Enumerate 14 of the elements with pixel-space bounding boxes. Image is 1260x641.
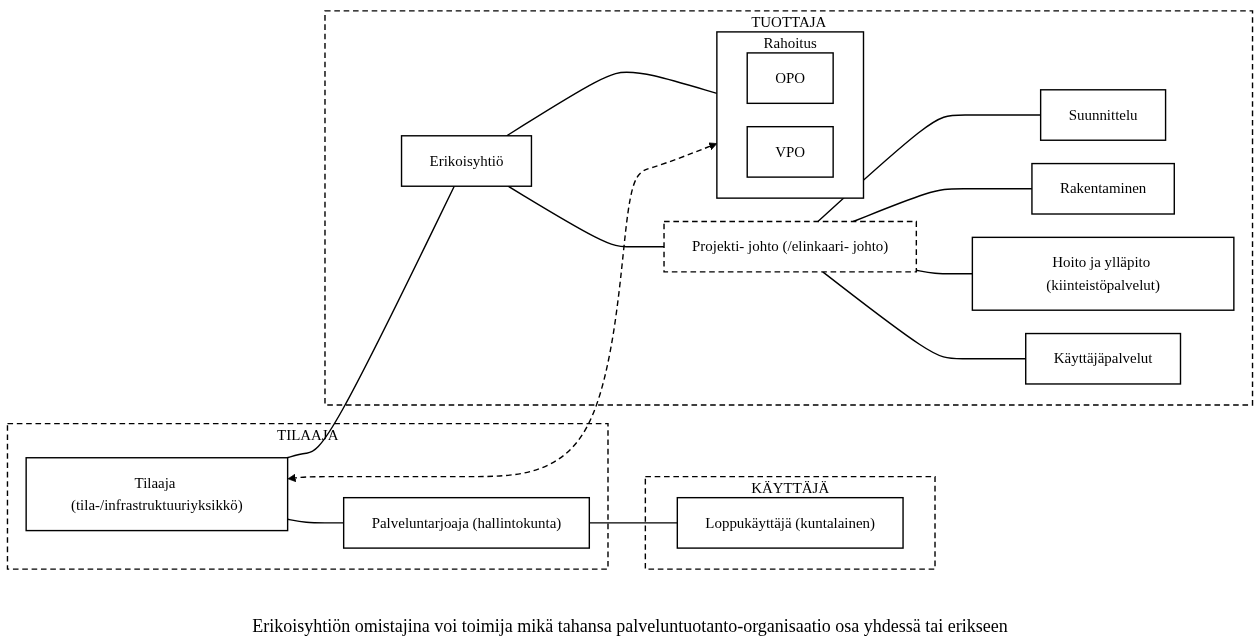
node-box: Tilaaja (tila-/infrastruktuuriyksikkö) [25, 457, 289, 532]
node-box: VPO [746, 126, 834, 178]
node-box: OPO [746, 52, 834, 105]
node-box: Loppukäyttäjä (kuntalainen) [676, 496, 904, 549]
node-box: Erikoisyhtiö [400, 135, 533, 187]
connector [286, 185, 455, 459]
node-box: Käyttäjäpalvelut [1025, 332, 1182, 385]
node-box: Suunnittelu [1039, 89, 1167, 141]
node-box: Rakentaminen [1031, 162, 1175, 215]
note-text: Erikoisyhtiön omistajina voi toimija mikä tahansa palveluntuotanto-organisaatio osa yhdessä tai erikseen [252, 616, 1008, 637]
node-box: Projekti- johto (/elinkaari- johto) [663, 220, 918, 273]
node-box: Palveluntarjoaja (hallintokunta) [342, 496, 591, 549]
node-box: Hoito ja ylläpito (kiinteistöpalvelut) [971, 236, 1235, 311]
connector [507, 185, 665, 248]
